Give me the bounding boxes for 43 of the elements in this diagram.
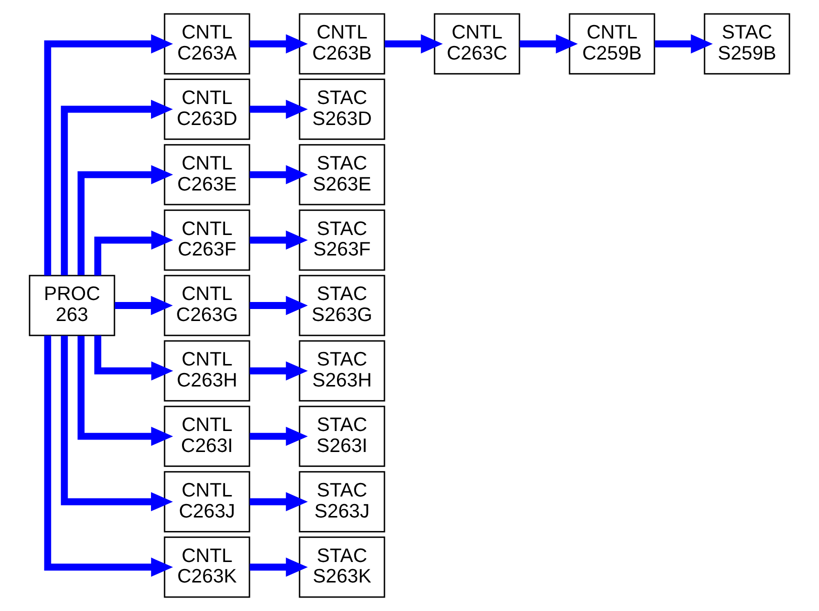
node-box: STAC S263H (298, 340, 386, 402)
arrow (114, 296, 173, 316)
arrow (384, 34, 443, 54)
arrow (654, 34, 713, 54)
node-box: CNTL C263H (164, 340, 250, 402)
node-box: STAC S263K (298, 536, 386, 598)
node-box: STAC S263E (298, 144, 386, 206)
node-box: STAC S263I (298, 406, 386, 467)
arrow (250, 165, 308, 184)
node-box: CNTL C263J (164, 471, 250, 532)
node-box: CNTL C263C (434, 13, 520, 74)
arrow (250, 230, 308, 250)
node-box: CNTL C263B (298, 13, 386, 74)
node-box: STAC S259B (704, 13, 790, 74)
arrow (44, 34, 173, 276)
node-box: CNTL C259B (568, 13, 656, 74)
arrow (78, 336, 174, 446)
node-box: CNTL C263E (164, 144, 250, 206)
node-box: STAC S263G (298, 274, 386, 336)
arrow (250, 426, 308, 446)
arrow (60, 100, 173, 276)
arrow (250, 361, 308, 380)
node-box: CNTL C263A (164, 13, 250, 74)
node-box: STAC S263F (298, 209, 386, 271)
node-box: CNTL C263K (164, 536, 250, 598)
node-box: CNTL C263G (164, 274, 250, 336)
node-box: CNTL C263F (164, 209, 250, 271)
arrow (250, 296, 308, 316)
arrow (250, 558, 308, 577)
arrow (94, 230, 174, 276)
arrow (78, 165, 174, 276)
node-box: CNTL C263D (164, 78, 250, 140)
node-box: STAC S263D (298, 78, 386, 140)
arrow (250, 100, 308, 119)
node-box: STAC S263J (298, 471, 386, 532)
arrow (44, 336, 173, 577)
node-box: PROC 263 (28, 274, 116, 336)
arrow (250, 492, 308, 512)
arrow (60, 336, 173, 512)
arrow (520, 34, 578, 54)
node-box: CNTL C263I (164, 406, 250, 467)
arrow (94, 336, 174, 380)
arrow (250, 34, 308, 54)
